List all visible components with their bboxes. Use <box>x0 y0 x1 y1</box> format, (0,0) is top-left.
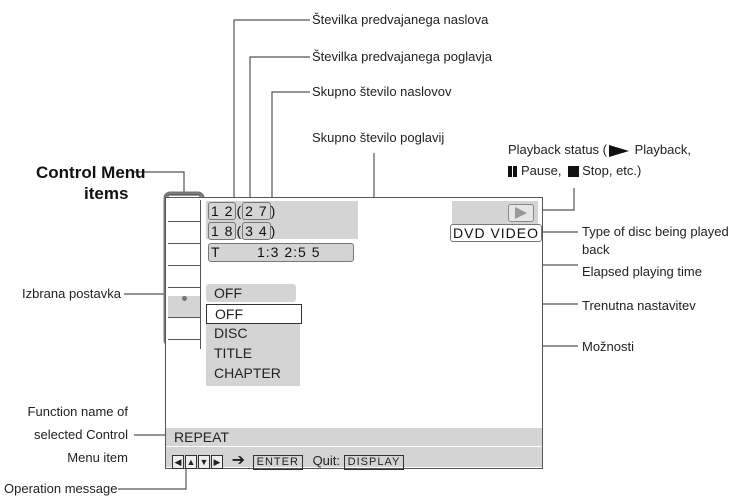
title-total: 2 7 <box>242 202 271 220</box>
chapter-number: 1 8 <box>208 222 237 240</box>
callout-function-name-line3: Menu item <box>67 450 128 465</box>
arrow-right-icon: ➔ <box>231 452 246 469</box>
selected-dot-icon <box>181 296 187 301</box>
column-divider <box>200 200 201 349</box>
current-setting: OFF <box>214 285 242 301</box>
control-menu-label: Control Menu <box>36 163 146 182</box>
menu-item[interactable] <box>168 340 200 361</box>
control-menu-items <box>168 200 200 361</box>
callout-disc-type-line2: back <box>582 242 610 257</box>
callout-playback-status-line2: Pause, Stop, etc.) <box>508 163 641 179</box>
chapter-total: 3 4 <box>242 222 271 240</box>
menu-item-selected[interactable] <box>168 296 200 318</box>
title-number: 1 2 <box>208 202 237 220</box>
menu-item[interactable] <box>168 222 200 244</box>
title-info: 1 2(2 7) <box>208 202 276 220</box>
callout-title-number: Številka predvajanega naslova <box>312 12 489 27</box>
callout-total-titles: Skupno število naslovov <box>312 84 452 99</box>
callout-options: Možnosti <box>582 339 635 354</box>
menu-item[interactable] <box>168 244 200 266</box>
option-item-highlight[interactable]: OFF <box>206 304 302 324</box>
current-setting-box: OFF <box>206 284 296 302</box>
callout-elapsed-time: Elapsed playing time <box>582 264 702 279</box>
callout-chapter-number: Številka predvajanega poglavja <box>312 49 492 64</box>
display-key: DISPLAY <box>343 455 405 470</box>
arrow-left-icon: ◀ <box>172 455 184 469</box>
pause-icon <box>508 166 517 178</box>
enter-key: ENTER <box>252 455 303 470</box>
callout-operation-message: Operation message <box>4 481 118 496</box>
callout-current-setting: Trenutna nastavitev <box>582 298 696 313</box>
quit-label: Quit: <box>312 453 341 468</box>
playback-status <box>508 204 534 222</box>
elapsed-time-display: T 1:3 2:5 5 <box>208 243 354 262</box>
control-menu-screen: 1 2(2 7) 1 8(3 4) T 1:3 2:5 5 DVD VIDEO … <box>165 197 543 470</box>
options-list: DISC TITLE CHAPTER <box>206 324 300 386</box>
arrow-down-icon: ▼ <box>198 455 210 469</box>
play-icon <box>515 207 527 219</box>
option-item[interactable]: CHAPTER <box>214 365 281 381</box>
menu-item[interactable] <box>168 266 200 288</box>
menu-item[interactable] <box>168 318 200 340</box>
option-item[interactable]: DISC <box>214 325 248 341</box>
operation-message-bar: ◀▲▼▶ ➔ ENTER Quit: DISPLAY <box>166 447 542 470</box>
callout-function-name: Function name of <box>27 404 128 419</box>
callout-total-chapters: Skupno število poglavij <box>312 130 445 145</box>
callout-disc-type: Type of disc being played <box>582 224 729 239</box>
play-icon <box>609 144 629 157</box>
callout-playback-status: Playback status ( Playback, <box>508 142 691 157</box>
info-band <box>206 201 358 239</box>
function-name: REPEAT <box>174 429 229 445</box>
function-name-bar: REPEAT <box>166 428 542 446</box>
arrow-right-small-icon: ▶ <box>211 455 223 469</box>
arrow-up-icon: ▲ <box>185 455 197 469</box>
callout-function-name-line2: selected Control <box>34 427 128 442</box>
control-menu-label-line2: items <box>84 184 129 203</box>
menu-item[interactable] <box>168 200 200 222</box>
option-item[interactable]: TITLE <box>214 345 253 361</box>
callout-selected-item: Izbrana postavka <box>22 286 122 301</box>
disc-type: DVD VIDEO <box>450 224 542 242</box>
chapter-info: 1 8(3 4) <box>208 222 276 240</box>
operation-message: ◀▲▼▶ ➔ ENTER Quit: DISPLAY <box>172 450 405 470</box>
stop-icon <box>568 166 580 178</box>
